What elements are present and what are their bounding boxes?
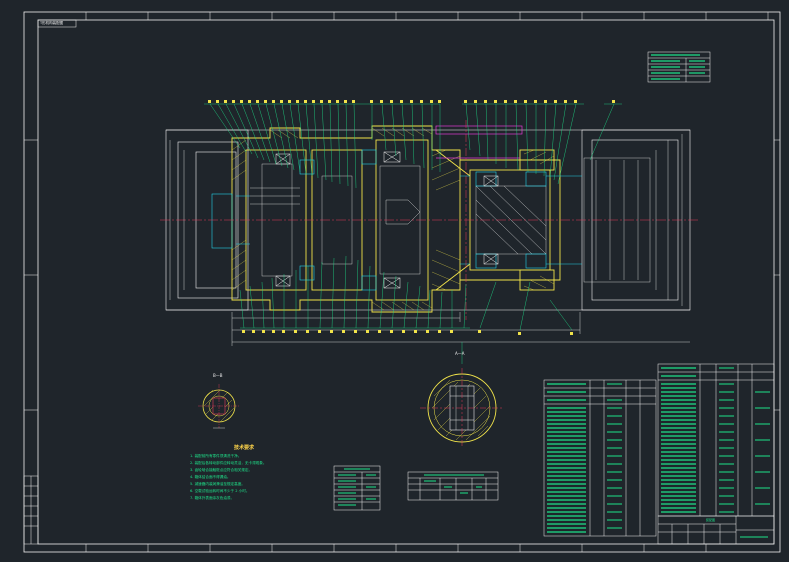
inner-frame: [37, 19, 775, 545]
outer-frame: [23, 11, 781, 553]
parameter-table-text: [651, 54, 705, 80]
gear-param-table-1-text: [338, 468, 376, 506]
section-a-a-label: A—A: [455, 351, 465, 356]
tech-note: 6. 空载试验运转时间不少于 2 小时。: [190, 489, 250, 493]
tech-note: 5. 减速器内装润滑油至规定高度。: [190, 482, 245, 486]
bill-of-materials-right: [657, 363, 775, 517]
parameter-table: [647, 51, 711, 83]
section-b-b-view: [198, 384, 240, 429]
title-block-name: 装配图: [706, 518, 716, 522]
bill-of-materials-left: [543, 379, 657, 537]
tech-requirements-notes: 1. 装配前所有零件须清洗干净。 2. 装配后各转动部件应转动灵活，无卡滞现象。…: [190, 454, 266, 500]
tech-note: 7. 箱体外表面涂灰色油漆。: [190, 496, 235, 500]
gear-param-table-2: [407, 471, 499, 501]
bearing-symbols: [275, 151, 499, 289]
tech-note: 1. 装配前所有零件须清洗干净。: [190, 454, 242, 458]
zone-ticks-top: [85, 12, 769, 20]
zone-ticks-bottom: [85, 544, 707, 552]
bill-of-materials-right-col2: [719, 367, 770, 513]
title-block: [657, 515, 775, 545]
main-assembly-view: [160, 100, 700, 346]
tech-requirements-title: 技术要求: [234, 445, 255, 451]
header-tag: T形机构装配图: [40, 21, 64, 25]
bill-of-materials-left-rows: [547, 383, 586, 533]
bill-of-materials-left-col2: [607, 383, 622, 529]
tech-note: 4. 箱体结合面不得漏油。: [190, 475, 231, 479]
header-tag-box: [37, 19, 77, 28]
balloon-numbers-bottom: [242, 330, 573, 335]
part-leaders-bottom: [239, 255, 573, 331]
zone-ticks-side: [24, 139, 780, 411]
gear-param-table-1: [333, 465, 381, 511]
balloon-numbers-top: [208, 100, 615, 103]
left-side-strip: [23, 475, 39, 545]
section-a-a-view: [420, 342, 504, 448]
section-b-b-label: B—B: [213, 373, 223, 378]
part-leaders-top: [204, 103, 622, 189]
tech-note: 3. 齿轮啮合接触斑点应符合相关规定。: [190, 468, 253, 472]
gear-param-table-2-text: [424, 474, 484, 494]
tech-note: 2. 装配后各转动部件应转动灵活，无卡滞现象。: [190, 461, 267, 465]
bill-of-materials-right-rows: [661, 367, 696, 513]
